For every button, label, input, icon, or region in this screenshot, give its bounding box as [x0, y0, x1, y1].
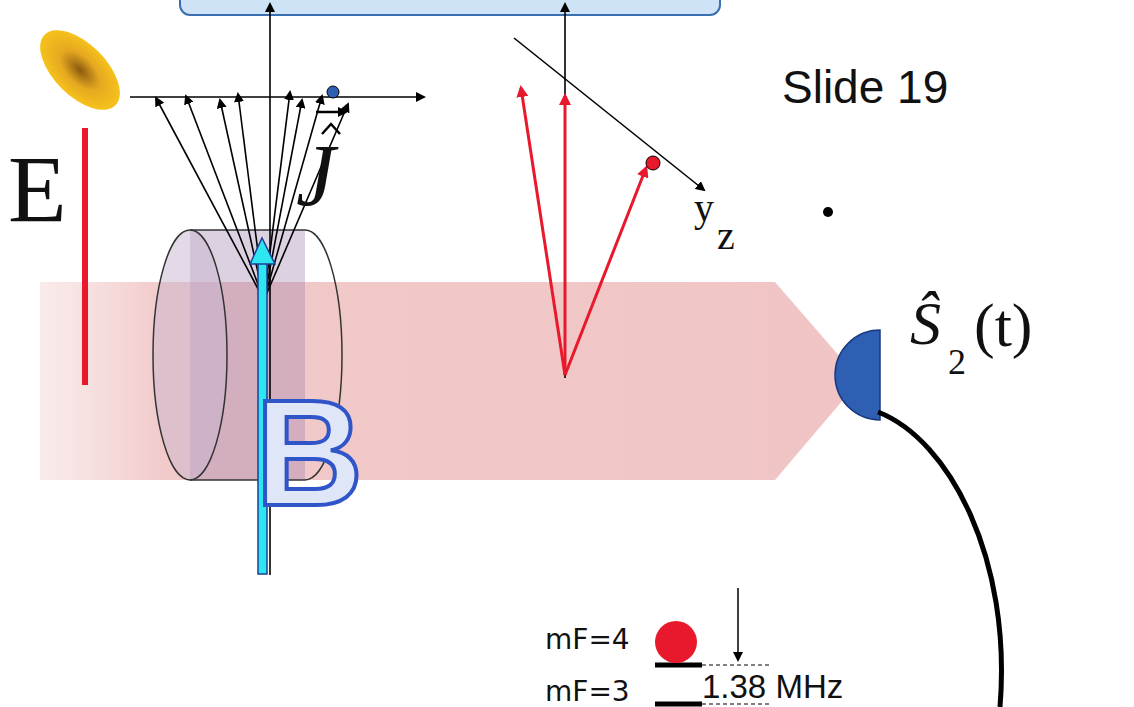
detector-wire — [878, 412, 1001, 707]
slide-number: Slide 19 — [782, 64, 948, 110]
spin-fan — [130, 4, 424, 575]
field-label: E — [8, 142, 67, 238]
frequency-label: 1.38 MHz — [702, 670, 843, 703]
spin-label: J — [296, 132, 335, 220]
axis-label: y — [694, 188, 714, 228]
projection — [514, 4, 833, 378]
level-label: mF=3 — [545, 678, 630, 706]
mirror — [26, 16, 133, 123]
level-label: mF=4 — [545, 626, 630, 654]
field-label: B — [255, 378, 363, 528]
e-field-line — [82, 128, 88, 385]
operator-marks — [316, 112, 346, 134]
axis-label: z — [717, 216, 735, 256]
signal-label: Ŝ — [910, 292, 941, 354]
spin-dot — [327, 86, 339, 98]
banner — [180, 0, 720, 15]
detector — [835, 330, 880, 420]
signal-subscript: 2 — [948, 344, 966, 380]
signal-label: (t) — [974, 294, 1033, 356]
